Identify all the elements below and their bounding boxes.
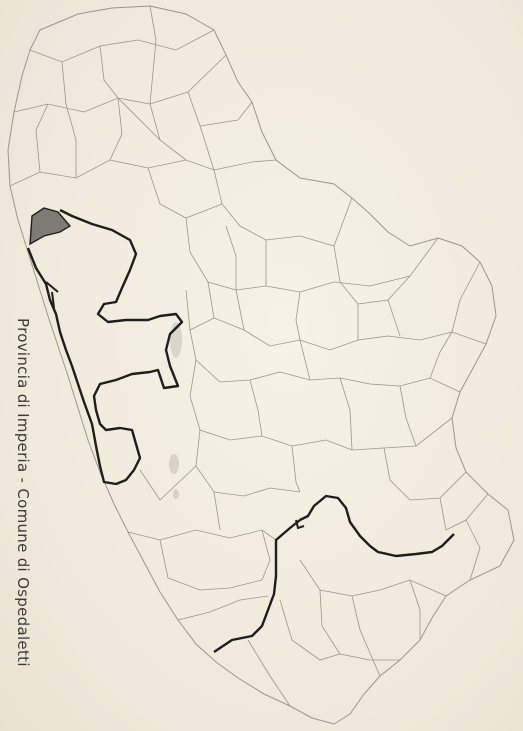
municipal-borders	[9, 5, 489, 707]
highlighted-area	[29, 207, 72, 246]
highlighted-border-west	[26, 208, 184, 486]
highlighted-border-west-inner	[45, 281, 59, 309]
highlighted-border-east-notch	[295, 519, 305, 530]
map-caption: Provincia di Imperia - Comune di Ospedal…	[14, 318, 32, 667]
faint-patches	[169, 322, 182, 499]
highlighted-border-east	[213, 494, 455, 653]
province-outline	[7, 5, 515, 725]
